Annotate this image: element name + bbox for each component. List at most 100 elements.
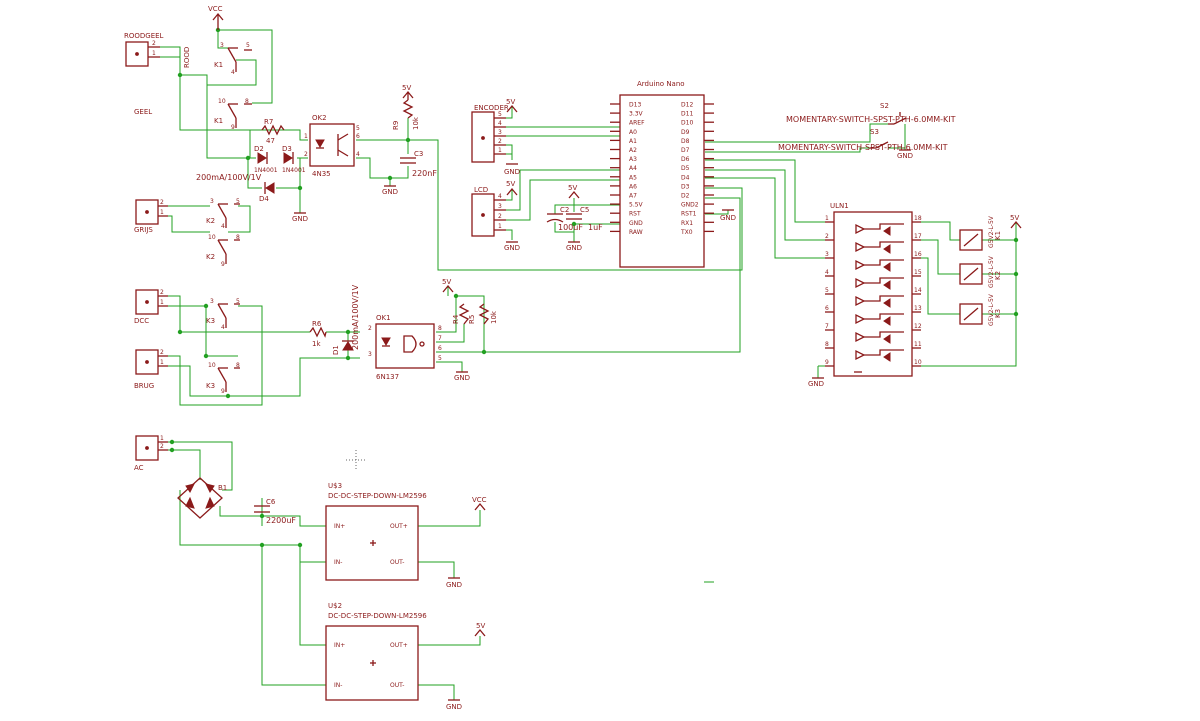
uln-pin-7: 7	[825, 323, 829, 330]
svg-text:2: 2	[152, 40, 156, 47]
connector-roodgeel[interactable]: ROODGEEL 2 1	[124, 32, 164, 67]
uln-clamp-diode	[883, 262, 891, 272]
arduino-pin-gnd: GND	[629, 220, 643, 227]
fivev-symbol-r9: 5V	[402, 84, 414, 100]
svg-text:2: 2	[304, 151, 308, 158]
fivev-symbol-ok1: 5V	[442, 278, 454, 293]
net-label-rood: ROOD	[183, 47, 191, 68]
relay-k2-label-a: K2	[206, 217, 215, 225]
svg-text:GND: GND	[292, 215, 308, 223]
resistor-r6[interactable]: R6 1k	[309, 320, 327, 348]
arduino-pin-a6: A6	[629, 183, 637, 190]
diode-d4[interactable]: D4	[259, 182, 275, 203]
connector-encoder[interactable]: ENCODER 5 4 3 2 1	[471, 104, 509, 163]
origin-crosshair	[346, 450, 366, 470]
diode-d3[interactable]: D3 1N4001	[282, 145, 306, 174]
uln-pin-9: 9	[825, 359, 829, 366]
connector-ac[interactable]: AC 1 2	[134, 435, 168, 472]
uln-pin-14: 14	[914, 287, 922, 294]
arduino-pin-a2: A2	[629, 147, 637, 154]
arduino-pin-tx0: TX0	[680, 229, 693, 236]
capacitor-c5[interactable]: C5 1uF	[566, 206, 603, 232]
arduino-pin-d9: D9	[681, 129, 690, 136]
uln-pin-6: 6	[825, 305, 829, 312]
svg-text:2: 2	[498, 138, 502, 145]
fivev-symbol-encoder: 5V	[506, 98, 518, 113]
svg-text:3: 3	[368, 351, 372, 358]
relay-k2-contacts: 3 5 4 K2 10 8 9 K2	[206, 198, 240, 268]
svg-text:S2: S2	[880, 102, 889, 110]
connector-lcd[interactable]: LCD 4 3 2 1	[471, 186, 506, 237]
optocoupler-ok2[interactable]: OK2 4N35 1 2 5 4 6	[304, 114, 360, 178]
uln-gate-symbol	[855, 241, 866, 253]
diode-d1[interactable]: D1	[332, 340, 354, 355]
connector-ac-label: AC	[134, 464, 144, 472]
arduino-pin-d13: D13	[629, 102, 641, 109]
connector-encoder-label: ENCODER	[474, 104, 509, 112]
arduino-pin-a3: A3	[629, 156, 637, 163]
svg-text:U$3: U$3	[328, 482, 342, 490]
uln-pin-8: 8	[825, 341, 829, 348]
dcdc-module-u2[interactable]: U$2 DC-DC-STEP-DOWN-LM2596 IN+ IN- OUT+ …	[325, 602, 427, 701]
svg-text:3: 3	[498, 129, 502, 136]
svg-text:C2: C2	[560, 206, 569, 214]
arduino-pin-a4: A4	[629, 165, 637, 172]
svg-text:2: 2	[160, 289, 164, 296]
relay-coil-k2[interactable]: K2 G5V2-L-5V	[959, 255, 1002, 288]
svg-text:C5: C5	[580, 206, 589, 214]
optocoupler-ok1[interactable]: OK1 6N137 2 3 8 7 6 5	[368, 314, 442, 381]
arduino-nano[interactable]: Arduino Nano D133.3VAREFA0A1A2A3A4A5A6A7…	[610, 80, 714, 268]
arduino-pin-a7: A7	[629, 193, 637, 200]
fivev-symbol-u2: 5V	[474, 622, 486, 637]
svg-text:OUT+: OUT+	[390, 642, 408, 649]
uln-gate-symbol	[855, 259, 866, 271]
uln-clamp-diode	[883, 244, 891, 254]
connector-brug[interactable]: BRUG 2 1	[134, 349, 168, 390]
diode-d2[interactable]: D2 1N4001	[254, 145, 278, 174]
switch-s3[interactable]: S3 MOMENTARY-SWITCH-SPST-PTH-6.0MM-KIT	[778, 128, 948, 152]
svg-text:VCC: VCC	[208, 5, 223, 13]
uln-pin-2: 2	[825, 233, 829, 240]
svg-text:K1: K1	[994, 231, 1002, 240]
switch-s2[interactable]: S2 MOMENTARY-SWITCH-SPST-PTH-6.0MM-KIT	[786, 102, 956, 125]
svg-text:D1: D1	[332, 345, 340, 355]
resistor-r4[interactable]: R4	[452, 303, 470, 325]
relay-coil-k1[interactable]: K1 G5V2-L-5V	[959, 215, 1002, 251]
capacitor-c6[interactable]: C6 2200uF	[254, 498, 296, 525]
connector-grijs[interactable]: GRIJS 2 1	[134, 199, 168, 234]
uln-gate-output-line	[864, 331, 904, 338]
bridge-rectifier-b1[interactable]: B1	[177, 477, 227, 519]
svg-text:6N137: 6N137	[376, 373, 399, 381]
resistor-r5[interactable]: R5 10k	[468, 303, 498, 325]
svg-text:IN+: IN+	[334, 523, 345, 530]
svg-text:5V: 5V	[506, 180, 515, 188]
gnd-symbol-u3: GND	[446, 577, 462, 589]
svg-text:1: 1	[304, 133, 308, 140]
resistor-r9[interactable]: R9 10k	[392, 99, 420, 130]
svg-text:GND: GND	[504, 168, 520, 176]
relay-coil-k3[interactable]: K3 G5V2-L-5V	[959, 293, 1002, 326]
capacitor-c3[interactable]: C3 220nF	[400, 150, 437, 178]
svg-text:6: 6	[438, 345, 442, 352]
gnd-symbol-switches: GND	[897, 149, 913, 160]
svg-text:5V: 5V	[1010, 214, 1019, 222]
relay-k1-label-a: K1	[214, 61, 223, 69]
svg-text:OUT-: OUT-	[390, 559, 404, 566]
svg-text:R9: R9	[392, 121, 400, 130]
uln-gate-output-line	[864, 349, 904, 356]
svg-text:4: 4	[231, 69, 235, 76]
dcdc-module-u3[interactable]: U$3 DC-DC-STEP-DOWN-LM2596 IN+ IN- OUT+ …	[325, 482, 427, 581]
uln-gate-output-line	[864, 277, 904, 284]
capacitor-c2[interactable]: C2 100uF	[546, 206, 583, 232]
svg-text:2: 2	[160, 349, 164, 356]
svg-text:U$2: U$2	[328, 602, 342, 610]
arduino-pin-rx1: RX1	[681, 220, 693, 227]
resistor-r7[interactable]: R7 47	[261, 118, 285, 145]
gnd-symbol-ok1: GND	[454, 371, 470, 382]
net-label-geel: GEEL	[134, 108, 152, 116]
connector-dcc[interactable]: DCC 2 1	[134, 289, 168, 325]
arduino-pin-3-3v: 3.3V	[629, 111, 644, 118]
svg-text:DC-DC-STEP-DOWN-LM2596: DC-DC-STEP-DOWN-LM2596	[328, 492, 427, 500]
